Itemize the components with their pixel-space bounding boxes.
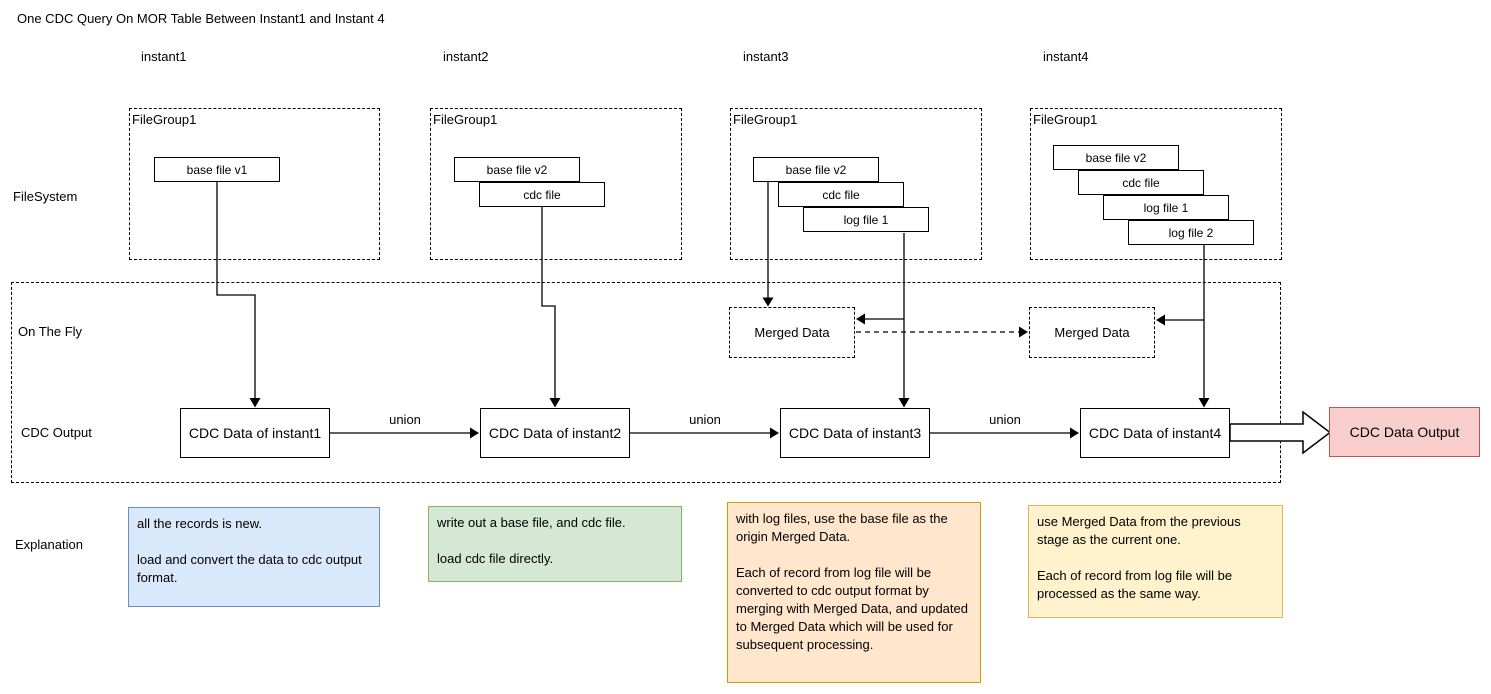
cdc-data-box-instant4: CDC Data of instant4: [1080, 408, 1230, 458]
row-label-explanation: Explanation: [15, 537, 83, 552]
file-box-cdc: cdc file: [1078, 170, 1204, 195]
union-arrow-1: [330, 427, 479, 439]
row-label-on-the-fly: On The Fly: [18, 324, 83, 339]
union-arrow-2: [630, 427, 779, 439]
connector-instant4-log-to-cdc: [1198, 245, 1210, 408]
merged-data-box-instant3: Merged Data: [729, 307, 855, 358]
explanation-box-instant1: all the records is new. load and convert…: [128, 507, 380, 607]
file-box-cdc: cdc file: [479, 182, 605, 207]
explanation-paragraph: Each of record from log file will be pro…: [1037, 568, 1233, 601]
union-label-1: union: [389, 412, 421, 427]
filegroup-box-instant1: FileGroup1: [129, 108, 380, 260]
file-box-cdc: cdc file: [778, 182, 904, 207]
file-box-log1: log file 1: [1103, 195, 1229, 220]
row-label-filesystem: FileSystem: [13, 189, 78, 204]
column-label-instant4: instant4: [1043, 49, 1089, 64]
connector-instant4-log-to-merged: [1156, 314, 1204, 326]
filegroup-box-instant4: FileGroup1: [1030, 108, 1282, 260]
file-box-log1: log file 1: [803, 207, 929, 232]
explanation-paragraph: use Merged Data from the previous stage …: [1037, 514, 1241, 547]
column-label-instant2: instant2: [443, 49, 489, 64]
diagram-title: One CDC Query On MOR Table Between Insta…: [17, 11, 385, 26]
file-box-log2: log file 2: [1128, 220, 1254, 245]
merged-data-box-instant4: Merged Data: [1029, 307, 1155, 358]
filegroup-label: FileGroup1: [1033, 112, 1098, 127]
explanation-paragraph: load cdc file directly.: [437, 551, 554, 566]
filegroup-label: FileGroup1: [433, 112, 498, 127]
column-label-instant1: instant1: [141, 49, 187, 64]
connector-instant3-log-to-cdc: [898, 233, 910, 408]
explanation-paragraph: all the records is new.: [137, 516, 263, 531]
union-arrow-3: [930, 427, 1079, 439]
connector-merged-to-merged-dashed: [856, 326, 1028, 338]
explanation-box-instant2: write out a base file, and cdc file. loa…: [428, 506, 682, 582]
connector-instant3-log-to-merged: [856, 313, 904, 325]
connector-instant1-file-to-cdc: [216, 182, 261, 408]
explanation-paragraph: with log files, use the base file as the…: [736, 511, 948, 544]
filegroup-box-instant2: FileGroup1: [430, 108, 682, 260]
explanation-box-instant4: use Merged Data from the previous stage …: [1028, 505, 1283, 618]
explanation-paragraph: Each of record from log file will be con…: [736, 565, 968, 652]
explanation-paragraph: write out a base file, and cdc file.: [437, 515, 626, 530]
file-box-base-v2: base file v2: [454, 157, 580, 182]
cdc-data-output-box: CDC Data Output: [1329, 407, 1480, 457]
output-block-arrow: [1229, 410, 1332, 455]
explanation-paragraph: load and convert the data to cdc output …: [137, 552, 362, 585]
cdc-data-box-instant3: CDC Data of instant3: [780, 408, 930, 458]
row-label-cdc-output: CDC Output: [21, 425, 92, 440]
column-label-instant3: instant3: [743, 49, 789, 64]
file-box-base-v2: base file v2: [1053, 145, 1179, 170]
filegroup-box-instant3: FileGroup1: [730, 108, 982, 260]
filegroup-label: FileGroup1: [132, 112, 197, 127]
file-box-base-v2: base file v2: [753, 157, 879, 182]
connector-instant2-file-to-cdc: [541, 207, 561, 408]
union-label-2: union: [689, 412, 721, 427]
processing-region-box: [11, 282, 1281, 483]
connector-instant3-base-to-merged: [762, 182, 774, 307]
cdc-data-box-instant2: CDC Data of instant2: [480, 408, 630, 458]
cdc-data-box-instant1: CDC Data of instant1: [180, 408, 330, 458]
explanation-box-instant3: with log files, use the base file as the…: [727, 502, 981, 683]
filegroup-label: FileGroup1: [733, 112, 798, 127]
union-label-3: union: [989, 412, 1021, 427]
file-box-base-v1: base file v1: [154, 157, 280, 182]
